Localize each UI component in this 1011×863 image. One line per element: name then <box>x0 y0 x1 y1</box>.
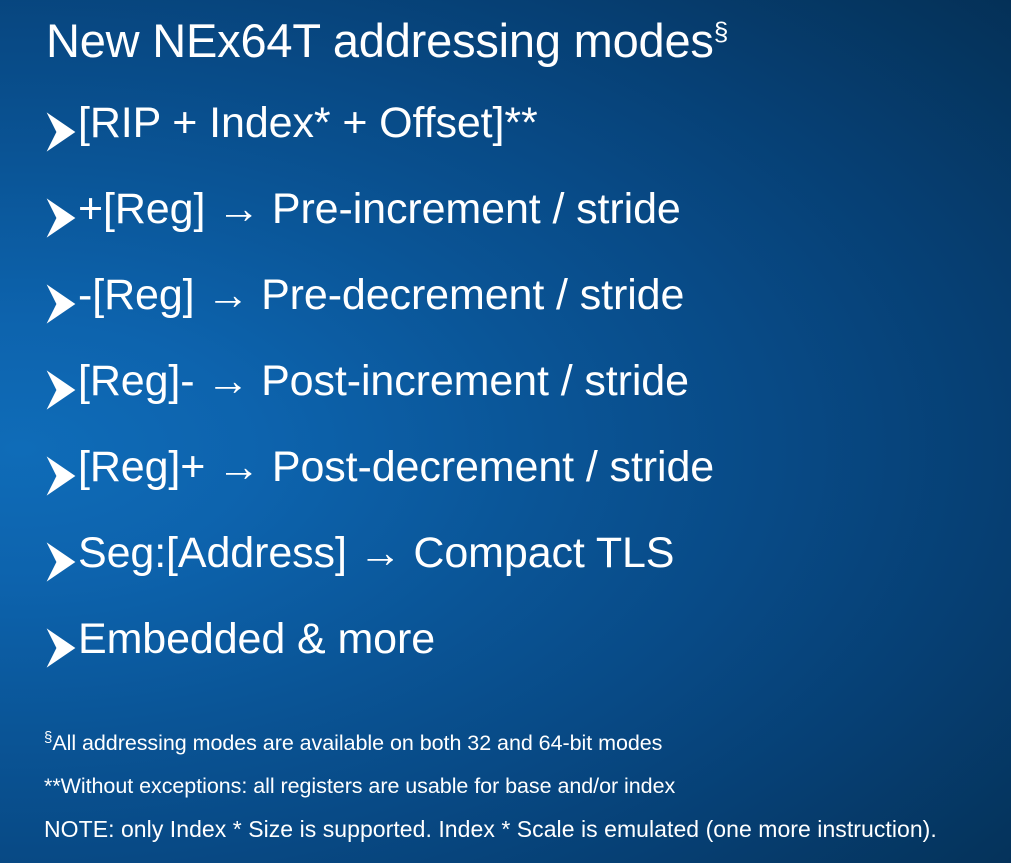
footnote-text: **Without exceptions: all registers are … <box>44 774 676 798</box>
footnote-text: All addressing modes are available on bo… <box>52 731 663 755</box>
list-item-label: +[Reg] → Pre-increment / stride <box>78 185 681 233</box>
arrowhead-bullet-icon <box>46 112 76 152</box>
slide-title: New NEx64T addressing modes§ <box>46 14 729 67</box>
list-item-label: Embedded & more <box>78 615 436 663</box>
arrowhead-bullet-icon <box>46 284 76 324</box>
bullet-list: [RIP + Index* + Offset]** +[Reg] → Pre-i… <box>44 100 984 702</box>
list-item-label: Seg:[Address] → Compact TLS <box>78 529 675 577</box>
list-item-label: -[Reg] → Pre-decrement / stride <box>78 271 685 319</box>
arrowhead-bullet-icon <box>46 370 76 410</box>
arrowhead-bullet-icon <box>46 198 76 238</box>
footnote-marker-section: § <box>44 728 53 746</box>
footnote-section: §All addressing modes are available on b… <box>44 722 994 765</box>
list-item-label: [Reg]+ → Post-decrement / stride <box>78 443 715 491</box>
arrowhead-bullet-icon <box>46 542 76 582</box>
arrowhead-bullet-icon <box>46 456 76 496</box>
list-item: -[Reg] → Pre-decrement / stride <box>44 272 984 358</box>
list-item: [RIP + Index* + Offset]** <box>44 100 984 186</box>
list-item: [Reg]+ → Post-decrement / stride <box>44 444 984 530</box>
footnote-text: NOTE: only Index * Size is supported. In… <box>44 816 937 842</box>
list-item: [Reg]- → Post-increment / stride <box>44 358 984 444</box>
footnote-asterisk: **Without exceptions: all registers are … <box>44 765 994 808</box>
list-item-label: [Reg]- → Post-increment / stride <box>78 357 689 405</box>
list-item-label: [RIP + Index* + Offset]** <box>78 99 538 147</box>
list-item: Embedded & more <box>44 616 984 702</box>
list-item: Seg:[Address] → Compact TLS <box>44 530 984 616</box>
footnote-block: §All addressing modes are available on b… <box>44 722 994 851</box>
footnote-note: NOTE: only Index * Size is supported. In… <box>44 808 994 851</box>
title-footnote-marker: § <box>713 16 729 47</box>
arrowhead-bullet-icon <box>46 628 76 668</box>
list-item: +[Reg] → Pre-increment / stride <box>44 186 984 272</box>
slide-title-text: New NEx64T addressing modes <box>46 14 714 67</box>
